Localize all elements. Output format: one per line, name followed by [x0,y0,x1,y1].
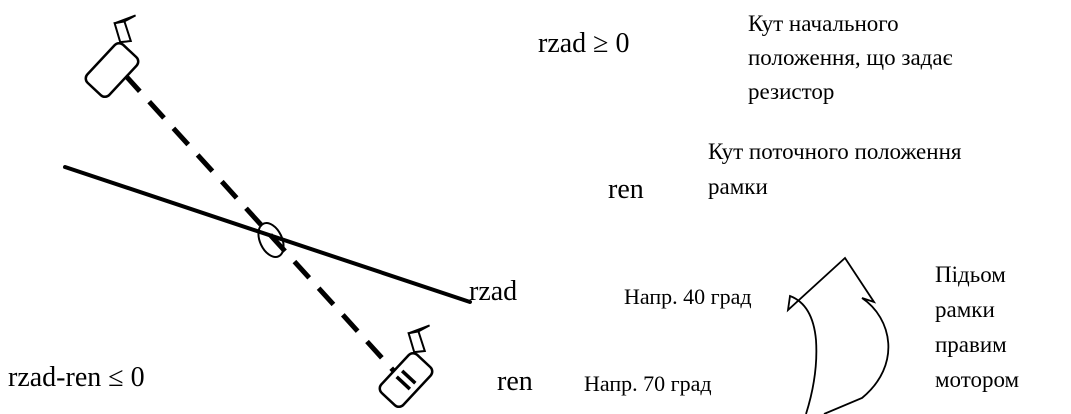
lift-line3: правим [935,332,1007,357]
start-angle-line2: положення, що задає [748,45,953,70]
start-angle-line3: резистор [748,79,835,104]
rzad-line-label: rzad [469,276,518,307]
rzad-ge-zero-label: rzad ≥ 0 [538,28,630,59]
ren-bottom-label: ren [497,366,533,397]
lift-curved-arrow [786,256,890,414]
current-angle-line2: рамки [708,174,768,199]
lift-line4: мотором [935,367,1020,392]
current-angle-line1: Кут поточного положення [708,139,962,164]
example-70-label: Напр. 70 град [584,371,712,396]
diff-le-zero-label: rzad-ren ≤ 0 [8,362,145,393]
ren-frame-dashed-line [123,73,404,382]
rzad-reference-line [63,165,472,304]
bottom-sensor-device [378,324,434,409]
lift-line1: Підьом [935,262,1006,287]
pivot-ellipse [257,222,285,258]
top-sensor-device [84,14,140,99]
lift-line2: рамки [935,297,995,322]
example-40-label: Напр. 40 град [624,284,752,309]
ren-mid-label: ren [608,174,644,205]
start-angle-line1: Кут начального [748,11,899,36]
